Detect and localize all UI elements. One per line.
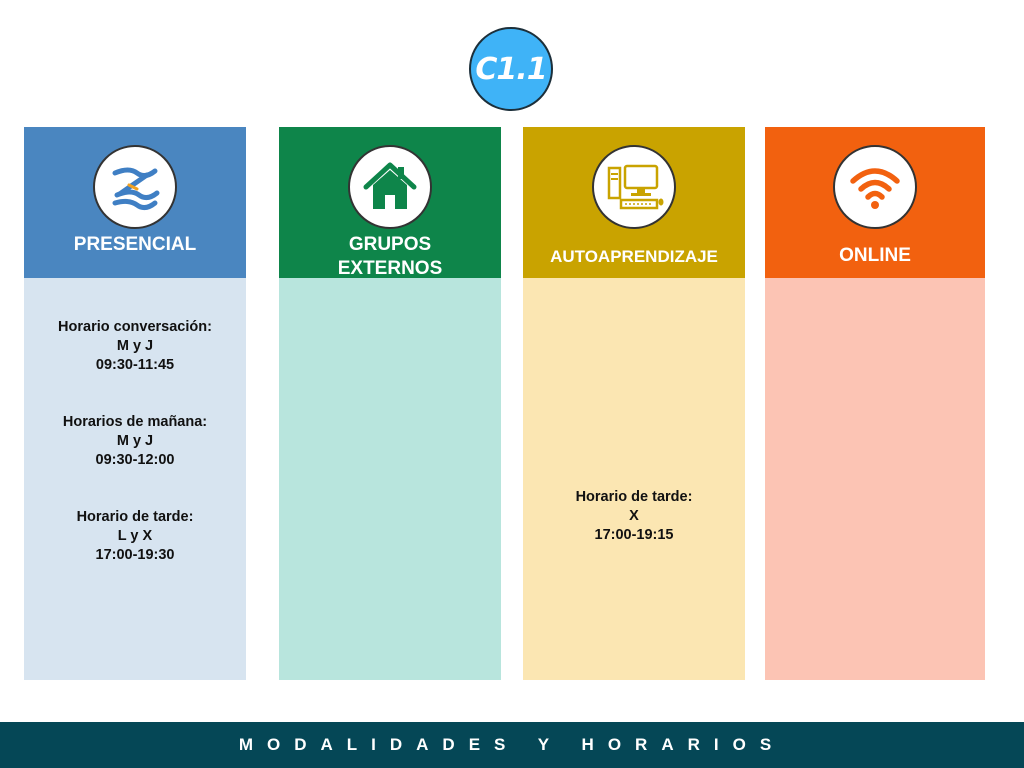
schedule-days: X	[629, 508, 639, 524]
column-title-line: EXTERNOS	[337, 258, 443, 279]
schedule-time: 09:30-11:45	[95, 357, 175, 373]
schedule-block: Horario de tarde: X 17:00-19:15	[523, 488, 745, 545]
presencial-logo-icon	[93, 145, 177, 229]
schedule-time: 17:00-19:15	[594, 527, 674, 543]
column-title: PRESENCIAL	[73, 234, 197, 255]
column-title: AUTOAPRENDIZAJE	[550, 247, 718, 266]
column-title: GRUPOS EXTERNOS	[279, 233, 501, 281]
column-body	[523, 278, 745, 680]
footer-title: MODALIDADES Y HORARIOS	[238, 735, 786, 754]
schedule-label: Horario de tarde:	[575, 489, 693, 505]
footer-banner: MODALIDADES Y HORARIOS	[0, 722, 1024, 768]
schedule-days: M y J	[116, 433, 154, 449]
schedule-label: Horarios de mañana:	[62, 414, 208, 430]
house-icon	[348, 145, 432, 229]
column-body	[279, 278, 501, 680]
schedule-block: Horario de tarde: L y X 17:00-19:30	[24, 508, 246, 565]
schedule-label: Horario de tarde:	[76, 509, 194, 525]
column-presencial: PRESENCIAL Horario conversación: M y J 0…	[24, 127, 246, 680]
level-badge: C1.1	[469, 27, 553, 111]
column-body	[24, 278, 246, 680]
column-title: ONLINE	[839, 245, 911, 266]
schedule-time: 09:30-12:00	[95, 452, 175, 468]
schedule-days: L y X	[117, 528, 153, 544]
schedule-block: Horarios de mañana: M y J 09:30-12:00	[24, 413, 246, 470]
computer-icon	[592, 145, 676, 229]
column-autoaprendizaje: AUTOAPRENDIZAJE Horario de tarde: X 17:0…	[523, 127, 745, 680]
column-title-line: GRUPOS	[348, 234, 432, 255]
column-body	[765, 278, 985, 680]
schedule-block: Horario conversación: M y J 09:30-11:45	[24, 318, 246, 375]
column-grupos-externos: GRUPOS EXTERNOS	[279, 127, 501, 680]
schedule-time: 17:00-19:30	[95, 547, 175, 563]
wifi-icon	[833, 145, 917, 229]
schedule-days: M y J	[116, 338, 154, 354]
column-online: ONLINE	[765, 127, 985, 680]
schedule-label: Horario conversación:	[58, 319, 212, 335]
